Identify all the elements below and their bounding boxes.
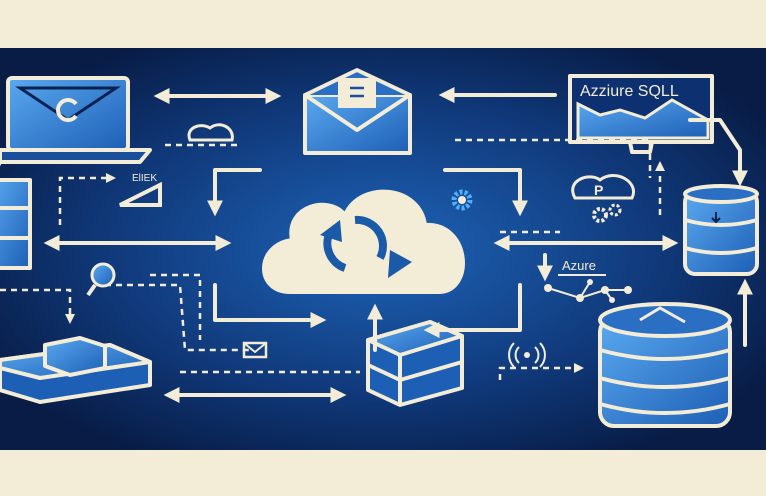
laptop-icon — [0, 76, 152, 164]
top-band — [0, 0, 766, 48]
small-label: ElIEK — [132, 173, 157, 184]
azure-label-group: Azure — [537, 253, 606, 282]
dashed-connectors — [0, 138, 665, 380]
azure-sql-monitor: Azziure SQLL — [568, 74, 714, 154]
cloud-p-icon-small — [187, 123, 234, 142]
search-magnifier-icon — [86, 262, 116, 297]
monitor-title: Azziure SQLL — [580, 83, 679, 100]
server-stack-icon — [598, 302, 732, 428]
azure-label: Azure — [562, 258, 596, 273]
cloud-sync-icon — [262, 189, 465, 294]
network-nodes-icon — [544, 279, 632, 303]
cloud-p-icon-right: P — [571, 174, 635, 200]
server-box-left-icon — [0, 336, 152, 404]
gears-icon — [592, 203, 622, 223]
svg-text:P: P — [594, 182, 603, 198]
sync-loop-arrows — [207, 168, 528, 352]
storage-box-icon — [366, 320, 464, 407]
gear-icon — [451, 189, 473, 211]
data-flow-arrows — [0, 87, 753, 403]
wireless-signal-icon — [508, 342, 546, 368]
mail-small-icon — [242, 341, 268, 359]
envelope-icon — [303, 68, 412, 155]
bottom-band — [0, 450, 766, 496]
database-right-icon — [683, 184, 759, 276]
database-left-icon — [0, 178, 32, 270]
edit-icon — [119, 181, 162, 207]
